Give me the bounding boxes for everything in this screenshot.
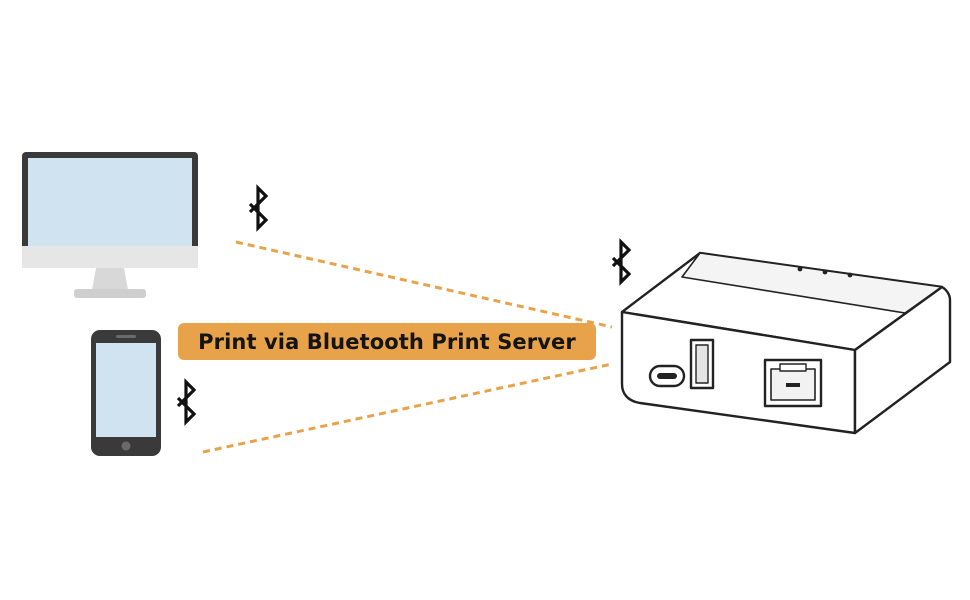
bluetooth-icon-phone [176, 378, 197, 426]
connection-line-desktop [235, 240, 613, 329]
print-via-bluetooth-banner: Print via Bluetooth Print Server [178, 323, 596, 360]
connection-line-phone [202, 362, 613, 454]
bluetooth-icon-server [611, 238, 632, 286]
smartphone-icon [91, 330, 161, 456]
print-server-icon [620, 251, 952, 435]
bluetooth-icon-desktop [248, 184, 269, 232]
banner-label: Print via Bluetooth Print Server [198, 329, 576, 354]
monitor-icon [22, 152, 198, 298]
